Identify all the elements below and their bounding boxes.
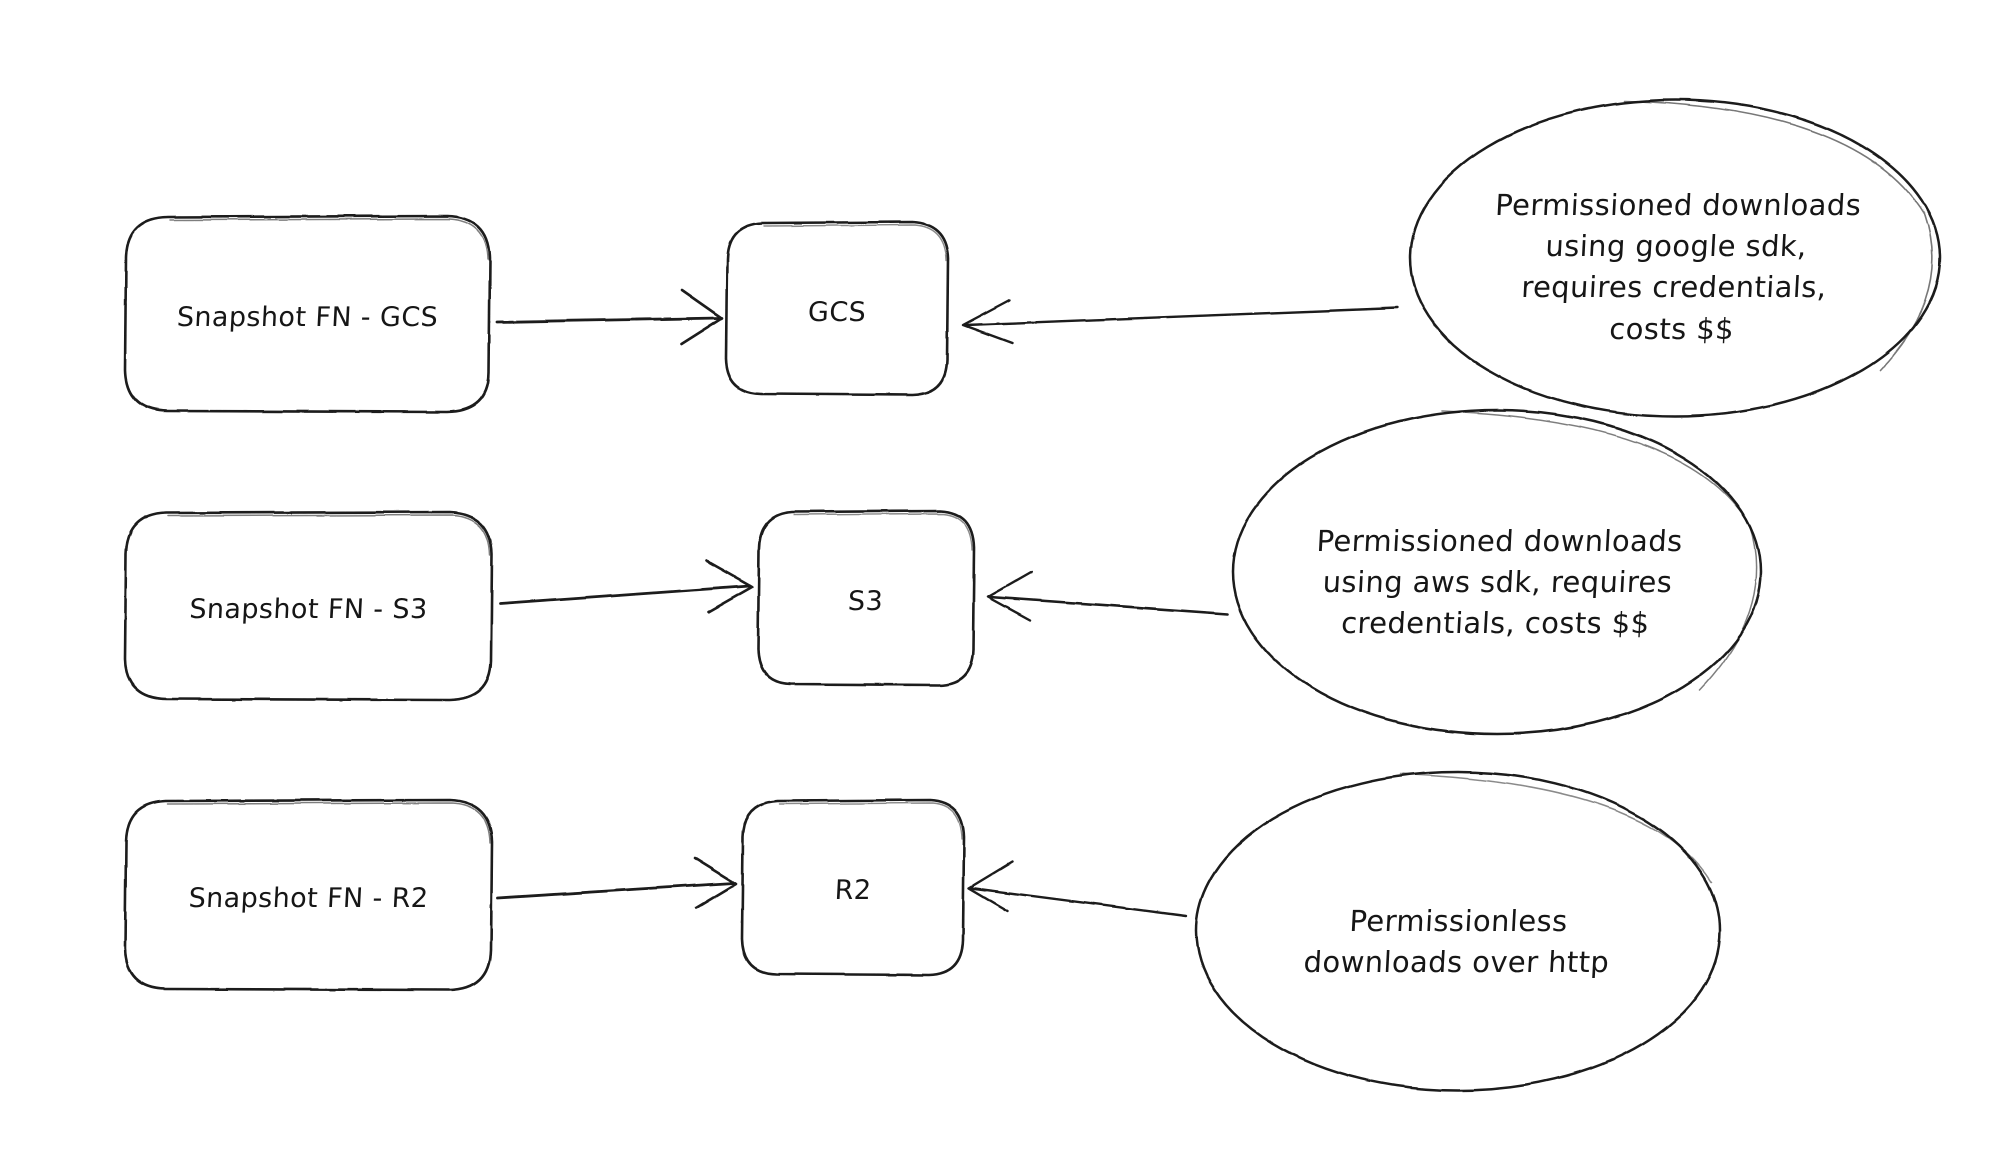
node-r2[interactable] bbox=[742, 800, 964, 975]
node-shape-gcs bbox=[724, 220, 950, 397]
note-shape-note-s3 bbox=[1231, 408, 1763, 736]
note-shape-note-r2 bbox=[1194, 770, 1722, 1092]
note-note-gcs[interactable] bbox=[1410, 100, 1940, 416]
note-note-s3[interactable] bbox=[1233, 410, 1761, 734]
edge-notegcs-to-gcs bbox=[961, 298, 1400, 345]
edge-fnr2-to-r2 bbox=[496, 856, 738, 910]
note-note-r2[interactable] bbox=[1196, 772, 1720, 1090]
node-s3[interactable] bbox=[758, 511, 973, 685]
node-gcs[interactable] bbox=[726, 222, 948, 396]
node-snapshot-fn-gcs[interactable] bbox=[125, 216, 490, 412]
node-snapshot-fn-r2[interactable] bbox=[125, 800, 492, 990]
edge-notes3-to-s3 bbox=[986, 570, 1230, 622]
note-shape-note-gcs bbox=[1408, 98, 1942, 418]
edge-noter2-to-r2 bbox=[967, 860, 1188, 918]
edge-fns3-to-s3 bbox=[498, 559, 754, 614]
node-shape-snapshot-fn-r2 bbox=[123, 798, 494, 992]
node-shape-s3 bbox=[756, 509, 976, 687]
node-shape-snapshot-fn-gcs bbox=[123, 214, 492, 414]
node-shape-r2 bbox=[740, 798, 966, 977]
node-snapshot-fn-s3[interactable] bbox=[125, 512, 492, 701]
node-shape-snapshot-fn-s3 bbox=[123, 510, 494, 702]
edge-fngcs-to-gcs bbox=[495, 288, 724, 346]
